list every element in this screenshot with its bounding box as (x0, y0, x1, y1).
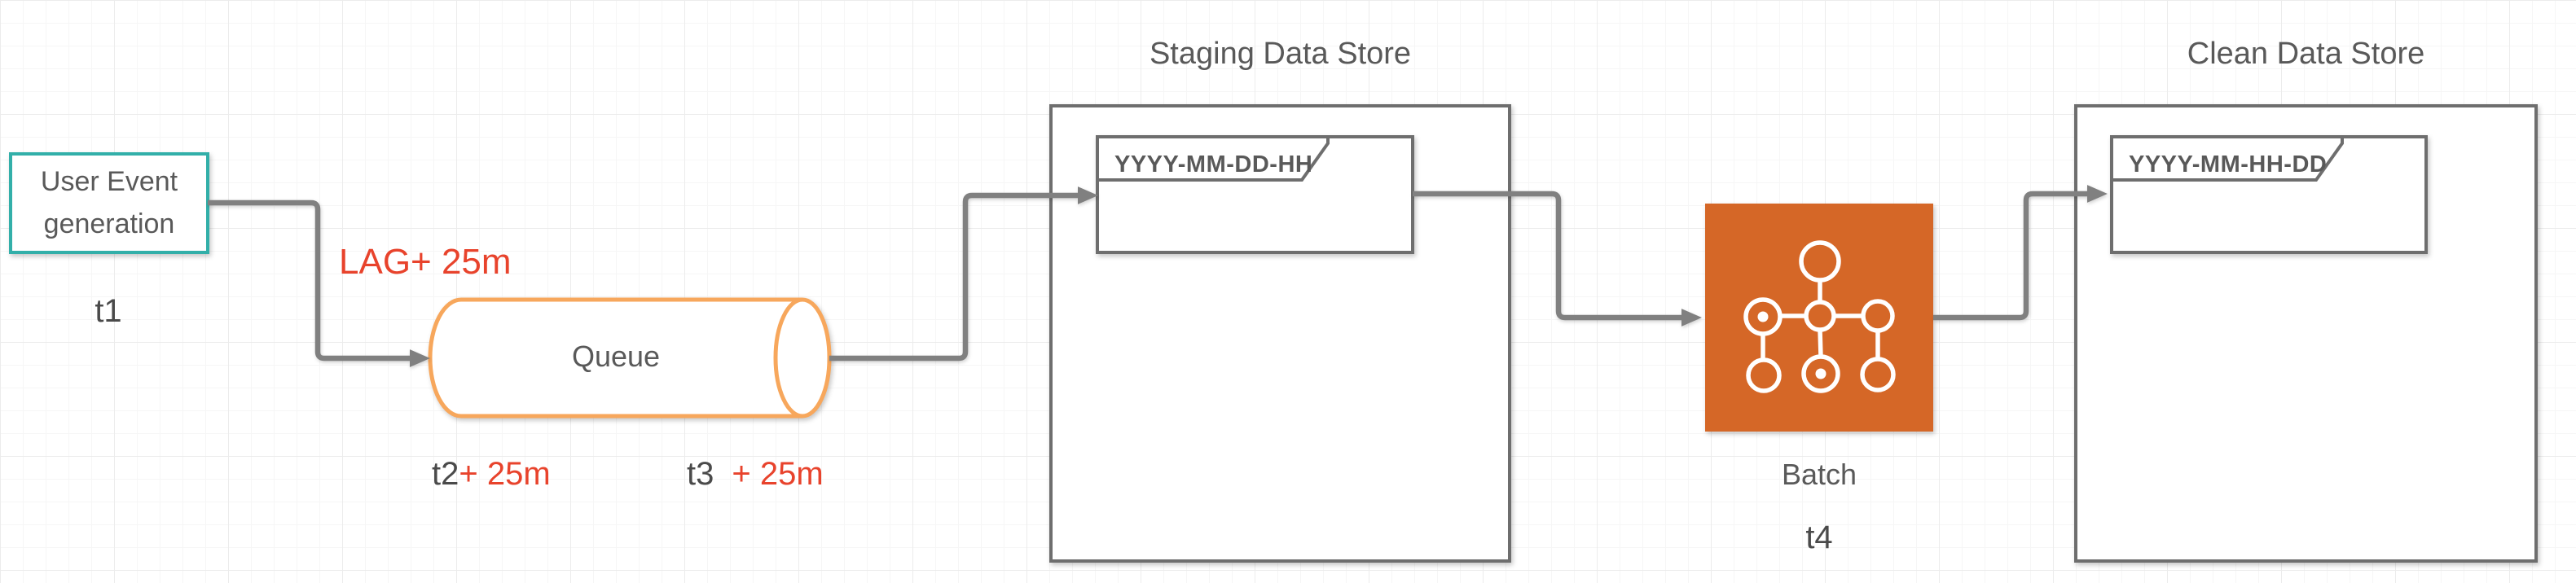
clean-partition-label: YYYY-MM-HH-DD (2129, 151, 2328, 178)
edge-user-event-to-queue[interactable] (208, 199, 430, 367)
queue-cylinder[interactable] (428, 297, 832, 419)
edge-staging-partition-to-batch[interactable] (1413, 191, 1702, 327)
staging-partition-frame[interactable] (1096, 135, 1414, 254)
lag-annotation-label[interactable]: LAG+ 25m (339, 242, 512, 282)
edge-batch-to-clean-partition[interactable] (1933, 185, 2108, 321)
t2-timestamp-row[interactable]: t2+ 25m (432, 456, 551, 492)
batch-label: Batch (1781, 458, 1857, 491)
t3-timestamp-label: t3 (687, 456, 714, 492)
staging-data-store-title: Staging Data Store (1149, 37, 1412, 71)
clean-partition-frame[interactable] (2110, 135, 2428, 254)
t2-timestamp-label: t2 (432, 456, 459, 492)
batch-network-glyph (1743, 240, 1896, 393)
staging-partition-label: YYYY-MM-DD-HH (1114, 151, 1313, 178)
t3-delay-label: + 25m (732, 456, 824, 492)
t4-timestamp-label[interactable]: t4 (1805, 519, 1833, 555)
user-event-label: User Event generation (40, 166, 178, 239)
t3-timestamp-row[interactable]: t3 + 25m (687, 456, 824, 492)
t1-timestamp-label[interactable]: t1 (95, 293, 122, 329)
queue-label: Queue (571, 340, 661, 373)
clean-data-store-title: Clean Data Store (2187, 37, 2425, 71)
edge-queue-to-staging-partition[interactable] (829, 186, 1098, 362)
batch-icon[interactable] (1705, 204, 1933, 432)
t2-delay-label: + 25m (459, 456, 551, 492)
